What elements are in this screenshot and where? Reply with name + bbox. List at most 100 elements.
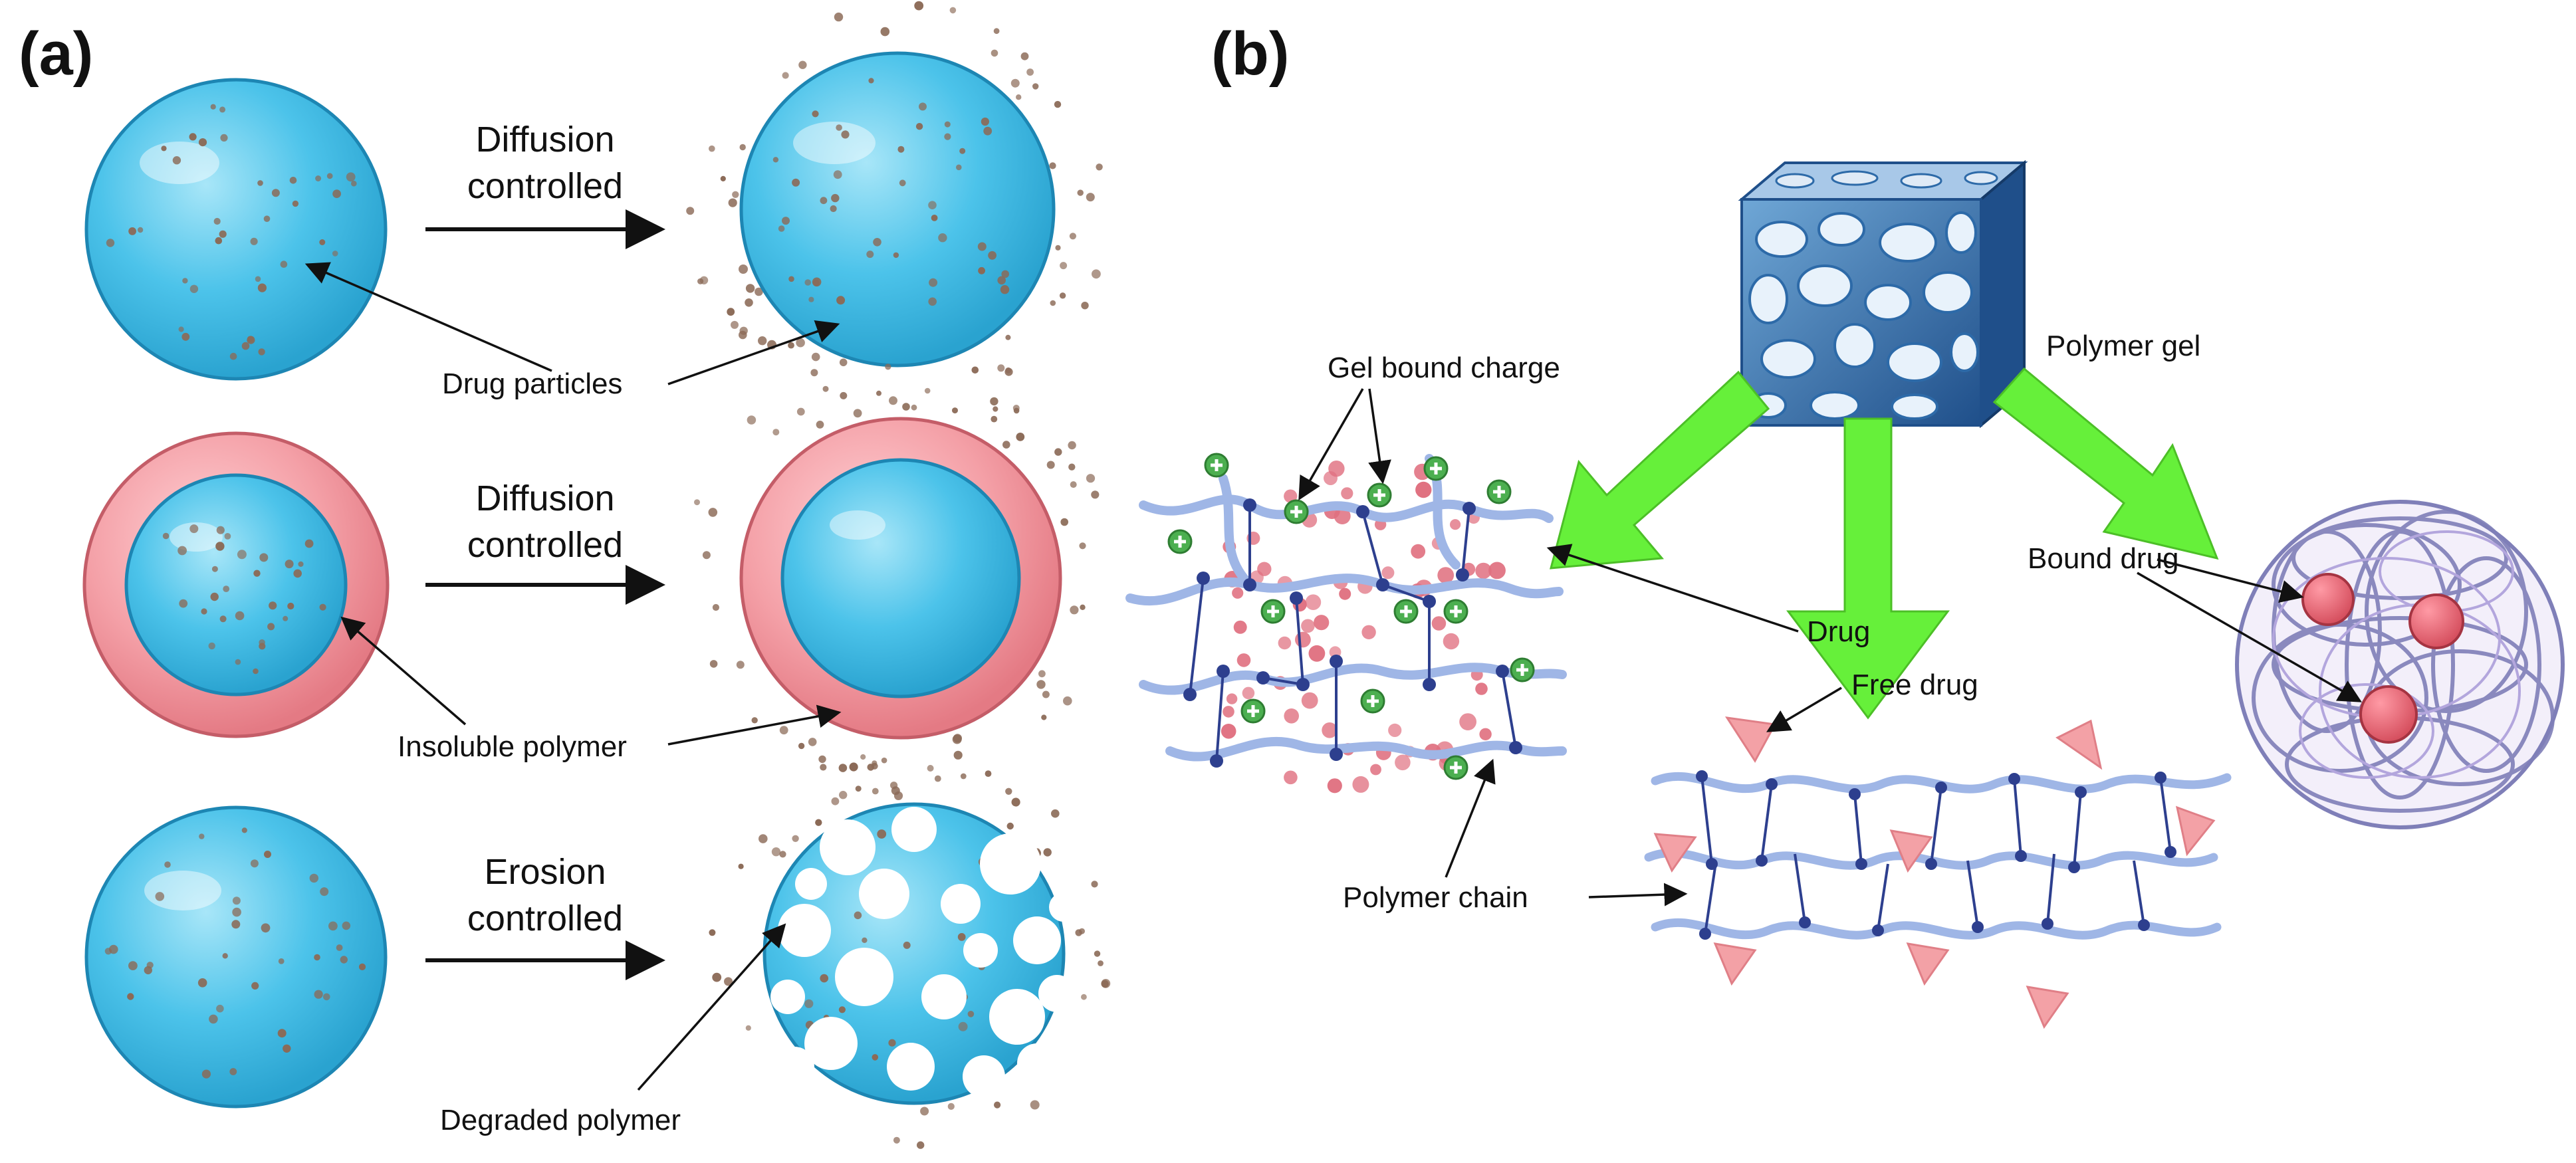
drug-particle (931, 215, 938, 221)
drug-particle (798, 60, 807, 69)
drug-particle (840, 391, 848, 399)
drug-particle (804, 999, 814, 1008)
drug-particle (179, 599, 188, 608)
drug-particle (993, 406, 998, 412)
drug-particle (332, 189, 341, 198)
drug-particle (351, 180, 357, 187)
drug-particle (944, 133, 951, 140)
drug-particle (1080, 604, 1086, 610)
drug-particle (1081, 994, 1087, 1000)
drug-particle (751, 717, 758, 724)
drug-particle (739, 330, 747, 340)
callout-pointer (2157, 558, 2304, 603)
drug-particle (1002, 441, 1010, 449)
drug-particle (358, 963, 366, 970)
drug-particle (699, 276, 709, 284)
drug-particle (728, 198, 737, 207)
drug-particle (967, 1011, 975, 1017)
drug-particle (128, 961, 138, 970)
drug-particle (283, 1044, 291, 1053)
free-drug-label: Free drug (1851, 669, 1978, 701)
drug-particle (917, 1141, 925, 1149)
callout-pointer (1766, 687, 1842, 732)
drug-particle (709, 929, 716, 936)
drug-particle (1284, 489, 1298, 503)
arrow-to-ionic-gel (1550, 370, 1770, 570)
polymer-chain-label: Polymer chain (1343, 881, 1528, 914)
drug-particle (1011, 797, 1020, 807)
drug-particle (1070, 605, 1079, 615)
drug-particle (1005, 367, 1012, 373)
drug-particle (1059, 292, 1066, 299)
drug-particle (736, 661, 745, 669)
drug-particle (897, 146, 905, 153)
drug-particles-inside (162, 524, 326, 675)
drug-particle (990, 397, 998, 406)
drug-particle (215, 542, 225, 551)
green-arrows (1550, 367, 2219, 720)
drug-particle (1223, 706, 1234, 718)
drug-particle (1450, 519, 1461, 530)
drug-particle (155, 892, 165, 901)
drug-particle (755, 287, 763, 296)
mechanism-label-line1: Diffusion (475, 478, 614, 518)
drug-particle (161, 146, 167, 152)
drug-particle (1295, 631, 1311, 648)
drug-particle (1327, 778, 1342, 793)
drug-particle (920, 1107, 929, 1116)
drug-particle (708, 508, 718, 517)
callout-pointer (637, 923, 786, 1091)
drug-particle (1069, 233, 1076, 240)
drug-particle (298, 561, 304, 568)
drug-particle (983, 126, 993, 136)
drug-particle (759, 834, 768, 843)
drug-particle (1305, 594, 1322, 610)
drug-particle (772, 429, 780, 436)
drug-particle (839, 358, 848, 367)
drug-particle (1068, 441, 1076, 450)
drug-particle (1226, 693, 1238, 704)
drug-particle (1308, 645, 1326, 662)
drug-particle (792, 178, 800, 187)
drug-particle (838, 764, 848, 772)
drug-particle (269, 601, 277, 610)
drug-particle (836, 296, 846, 305)
drug-particle (1284, 708, 1299, 724)
drug-particle (1301, 619, 1315, 633)
microsphere-after (686, 1, 1103, 411)
drug-particle (189, 524, 199, 534)
drug-particle (867, 764, 875, 771)
panel-a-letter: (a) (19, 20, 93, 88)
drug-particle (911, 404, 917, 411)
drug-particle (1006, 822, 1014, 830)
drug-particle (229, 1068, 237, 1075)
drug-particle (1096, 163, 1103, 171)
drug-particle (1232, 587, 1244, 599)
drug-particle (993, 28, 1000, 35)
drug-particle (283, 615, 289, 621)
drug-particle (893, 1136, 900, 1144)
drug-particle (253, 570, 261, 577)
drug-particle (853, 409, 862, 418)
drug-particle (1026, 68, 1034, 76)
drug-particle (164, 861, 171, 868)
drug-particle (259, 643, 266, 650)
drug-particle (342, 921, 351, 930)
drug-particle (686, 207, 695, 215)
drug-particles-callout: Drug particles (442, 368, 622, 400)
drug-particle (798, 742, 805, 750)
drug-particle (261, 923, 271, 933)
row-diffusion-matrix: Diffusion controlled Drug particles (84, 1, 1103, 411)
drug-particle (263, 215, 271, 223)
drug-particle (1054, 100, 1062, 108)
drug-particle (1000, 285, 1010, 294)
drug-particle (340, 956, 348, 964)
drug-particle (1101, 979, 1111, 988)
drug-particle (250, 237, 258, 245)
callout-pointer (1445, 758, 1496, 878)
mechanism-label-line1: Diffusion (475, 120, 614, 159)
drug-particle (189, 133, 197, 141)
drug-particle (289, 177, 297, 184)
drug-particle (258, 348, 265, 356)
drug-particle (958, 1021, 968, 1031)
